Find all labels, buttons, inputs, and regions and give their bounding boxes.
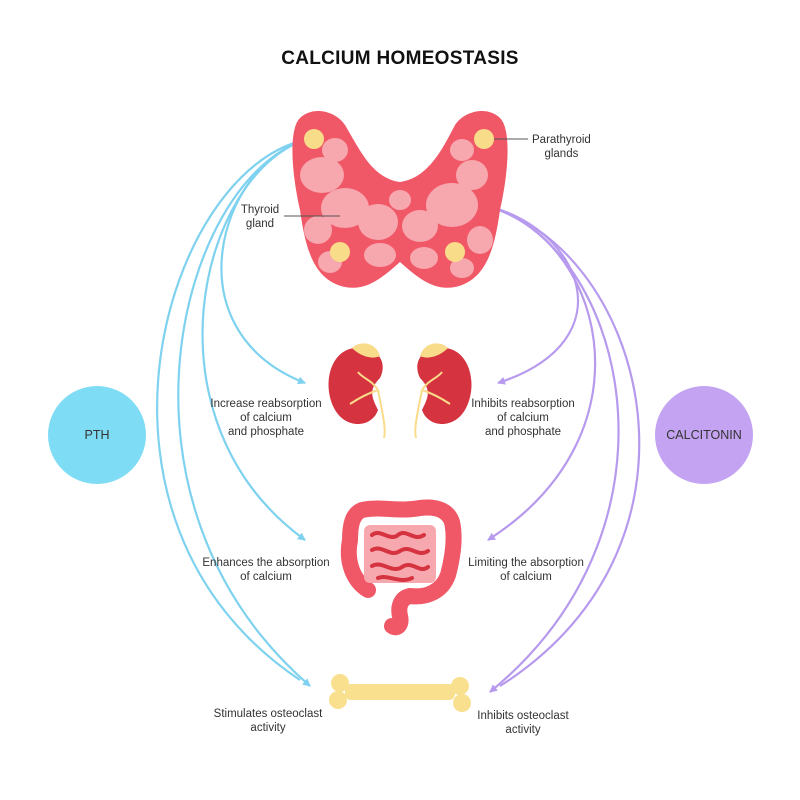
parathyroid-bottom-left [330, 242, 350, 262]
parathyroid-top-right [474, 129, 494, 149]
kidney-left [328, 343, 386, 439]
kidneys [328, 343, 472, 439]
calcitonin-label: CALCITONIN [666, 428, 742, 442]
thyroid-label: Thyroid gland [240, 204, 280, 230]
parathyroid-bottom-right [445, 242, 465, 262]
calcitonin-arrow-outer [481, 203, 641, 687]
pth-label: PTH [84, 428, 110, 442]
calcitonin-intestine-label: Limiting the absorption of calcium [468, 557, 584, 583]
parathyroid-top-left [304, 129, 324, 149]
calcitonin-bone-label: Inhibits osteoclast activity [477, 710, 569, 736]
page-title: CALCIUM HOMEOSTASIS [281, 48, 519, 69]
calcitonin-circle: CALCITONIN [655, 386, 753, 484]
pth-arrow-kidney [220, 138, 306, 385]
small-intestine [370, 531, 430, 582]
calcitonin-arrow-intestine [481, 203, 597, 541]
parathyroid-label: Parathyroid glands [532, 134, 591, 160]
pth-arrow-outer [156, 138, 306, 681]
pth-intestine-label: Enhances the absorption of calcium [202, 557, 330, 583]
calcitonin-arrows [481, 203, 641, 693]
bone [329, 674, 471, 712]
pth-arrow-intestine [201, 138, 306, 541]
kidney-right [414, 343, 472, 439]
pth-arrow-bone [177, 138, 311, 687]
thyroid-lobules [300, 138, 493, 278]
pth-arrows [156, 138, 311, 687]
large-intestine [340, 499, 462, 636]
pth-circle: PTH [48, 386, 146, 484]
calcitonin-kidney-label: Inhibits reabsorption of calcium and pho… [471, 398, 575, 438]
calcitonin-arrow-bone [481, 203, 620, 693]
pth-kidney-label: Increase reabsorption of calcium and pho… [210, 398, 322, 438]
calcitonin-arrow-kidney [481, 203, 579, 385]
thyroid-gland [284, 110, 528, 288]
parathyroid-glands [304, 129, 494, 262]
pth-bone-label: Stimulates osteoclast activity [213, 708, 323, 734]
intestine [340, 499, 462, 636]
